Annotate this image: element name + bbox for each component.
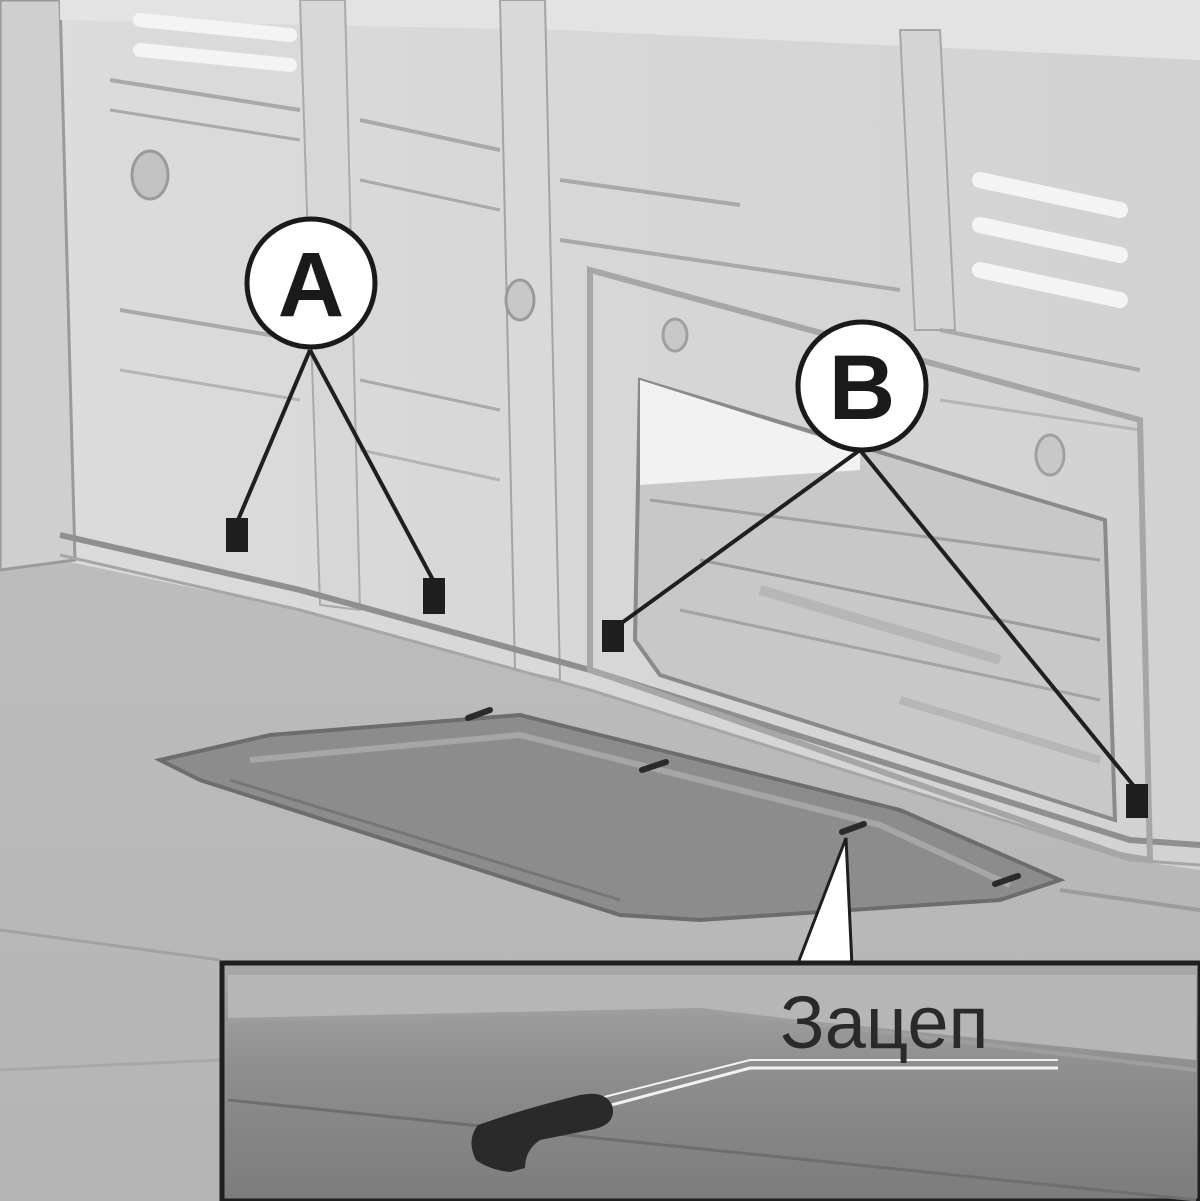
callout-a: A <box>244 216 378 350</box>
mount-point-b-left <box>602 620 624 652</box>
callout-a-leaders <box>236 349 435 581</box>
mount-point-a-right <box>423 578 445 614</box>
callout-b-leaders <box>610 448 1139 792</box>
detail-inset: Зацеп <box>219 960 1200 1201</box>
inset-leader-line <box>599 1066 1058 1110</box>
callout-a-letter: A <box>278 234 344 336</box>
mount-point-a-left <box>226 518 248 552</box>
partition-window <box>587 266 1154 864</box>
inset-label: Зацеп <box>780 981 989 1064</box>
hook-shape <box>471 1093 614 1172</box>
mount-point-b-right <box>1126 784 1148 818</box>
callout-b: B <box>795 319 929 453</box>
callout-b-letter: B <box>829 337 895 439</box>
